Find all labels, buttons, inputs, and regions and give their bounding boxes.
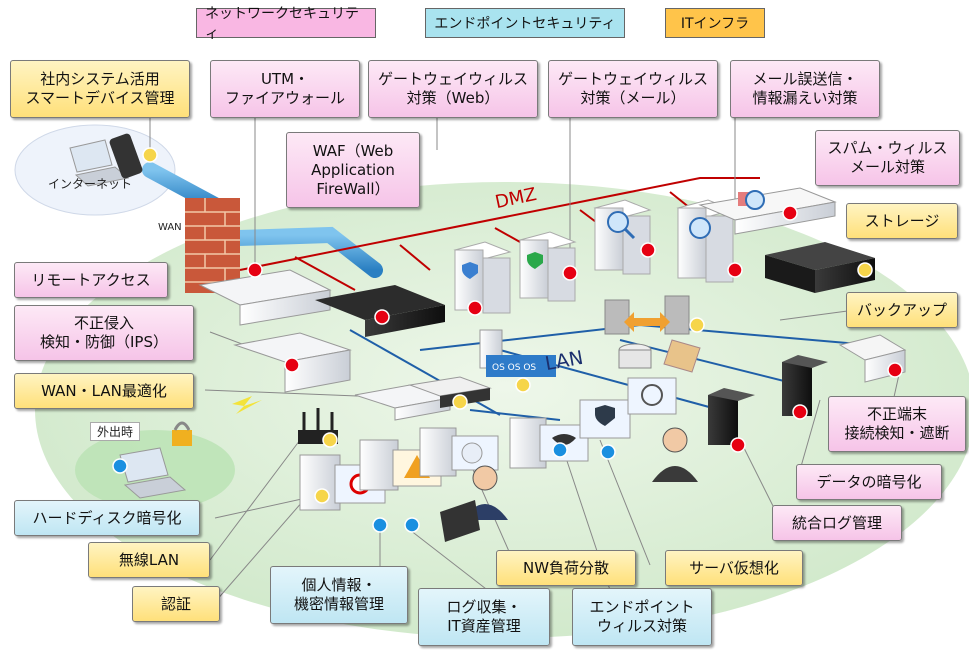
label-server-virtualization: サーバ仮想化 [665, 550, 803, 586]
internet-label: インターネット [48, 177, 133, 191]
label-gateway-mail: ゲートウェイウィルス 対策（メール） [548, 60, 718, 118]
laptop-internet [69, 133, 143, 187]
label-data-encryption: データの暗号化 [796, 464, 942, 500]
utm-appliance [198, 269, 332, 326]
outside-label: 外出時 [90, 422, 141, 441]
wan-label: WAN [158, 222, 182, 233]
gateway-mail-server [593, 199, 652, 275]
dmz-lines [239, 177, 760, 291]
ips-appliance [233, 332, 352, 393]
virtualization-server: OS OS OS [479, 329, 556, 377]
label-storage: ストレージ [846, 203, 958, 239]
label-hdd-encryption: ハードディスク暗号化 [14, 500, 200, 536]
category-network-security: ネットワークセキュリティ [196, 6, 376, 42]
backup-system [604, 295, 701, 373]
label-wireless-lan: 無線LAN [88, 542, 210, 578]
category-endpoint-security: エンドポイントセキュリティ [425, 8, 625, 38]
label-personal-info: 個人情報・ 機密情報管理 [270, 566, 408, 624]
internet-cloud [14, 124, 176, 216]
label-rogue-device: 不正端末 接続検知・遮断 [828, 396, 966, 452]
label-mail-leak: メール誤送信・ 情報漏えい対策 [730, 60, 880, 118]
label-log-asset: ログ収集・ IT資産管理 [418, 588, 550, 646]
red-markers [247, 205, 903, 453]
label-remote-access: リモートアクセス [14, 262, 168, 298]
wan-pipe [230, 226, 383, 278]
category-it-infra: ITインフラ [665, 8, 765, 38]
label-gateway-web: ゲートウェイウィルス 対策（Web） [368, 60, 538, 118]
firewall-wall [185, 198, 240, 293]
label-wan-lan-optimization: WAN・LAN最適化 [14, 373, 194, 409]
lightning [232, 396, 262, 414]
label-backup: バックアップ [846, 292, 958, 328]
svg-text:OS OS OS: OS OS OS [492, 363, 536, 373]
label-utm: UTM・ ファイアウォール [210, 60, 360, 118]
blue-markers [112, 442, 616, 533]
person-2 [652, 427, 698, 482]
person-1 [440, 465, 508, 542]
waf-server [453, 241, 512, 314]
yellow-markers [142, 147, 873, 504]
label-authentication: 認証 [132, 586, 220, 622]
label-spam: スパム・ウィルス メール対策 [815, 130, 960, 186]
label-smart-device: 社内システム活用 スマートデバイス管理 [10, 60, 190, 118]
label-waf: WAF（Web Application FireWall） [286, 132, 420, 208]
remote-access-appliance [315, 285, 445, 337]
label-nw-load-balance: NW負荷分散 [496, 550, 636, 586]
label-ips: 不正侵入 検知・防御（IPS） [14, 305, 194, 361]
label-endpoint-antivirus: エンドポイント ウィルス対策 [572, 588, 712, 646]
log-server-1 [708, 388, 755, 445]
label-log-management: 統合ログ管理 [772, 505, 902, 541]
laptop-outside [119, 421, 192, 499]
